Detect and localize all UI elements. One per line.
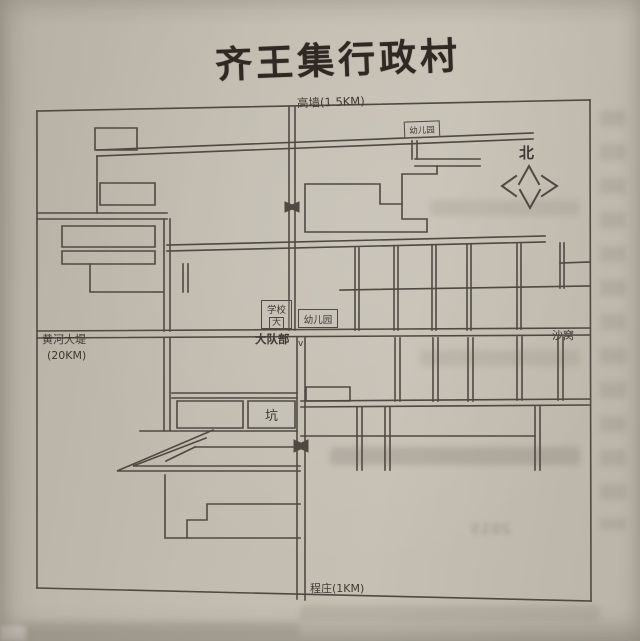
- kindergarten-top-label: 幼儿园: [409, 125, 435, 136]
- school-label: 学校: [266, 305, 286, 316]
- label-dike-1: 黄河大堤: [42, 333, 86, 346]
- map-border: [36, 99, 592, 602]
- west-vertical-street: [163, 218, 171, 431]
- northwest-blocks: [61, 127, 189, 293]
- top-road: [96, 132, 534, 157]
- south-dangling-streets: [356, 406, 541, 471]
- kindergarten-mid-box: 幼儿园: [298, 309, 338, 328]
- north-grid-streets: [354, 242, 591, 331]
- mid-lane: [339, 285, 591, 291]
- photo-corner-highlight: [0, 626, 26, 641]
- main-road: [36, 327, 591, 339]
- label-chengzhuang: 程庄(1KM): [310, 582, 365, 595]
- central-block: [304, 140, 481, 233]
- pit-block-area: [139, 386, 351, 432]
- label-compass-north: 北: [519, 144, 535, 162]
- pit-box: 坑: [247, 400, 296, 429]
- school-box: 学校 大: [261, 300, 292, 330]
- compass-icon: [500, 163, 559, 211]
- bridge-marker-icon: [284, 201, 300, 213]
- label-top-road: 高墙(1.5KM): [296, 93, 365, 111]
- kindergarten-top-box: 幼儿园: [403, 120, 441, 139]
- school-gate-label: 大: [268, 317, 284, 330]
- north-vertical-road: [288, 105, 296, 331]
- brigade-mark: v: [298, 339, 304, 349]
- bridge-marker-icon: [293, 439, 309, 453]
- label-shawo: 沙窝: [552, 329, 574, 342]
- kindergarten-mid-label: 幼儿园: [303, 314, 333, 326]
- stepped-block: [164, 474, 301, 539]
- upper-cross-street: [166, 235, 546, 252]
- wedge-shape: [116, 428, 301, 472]
- label-brigade-hq: 大队部: [255, 332, 290, 346]
- label-dike-2: (20KM): [47, 349, 87, 362]
- upper-left-lane: [36, 155, 168, 220]
- south-grid-streets: [394, 336, 564, 402]
- chengzhuang-road: [296, 337, 306, 601]
- pit-label: 坑: [264, 409, 278, 424]
